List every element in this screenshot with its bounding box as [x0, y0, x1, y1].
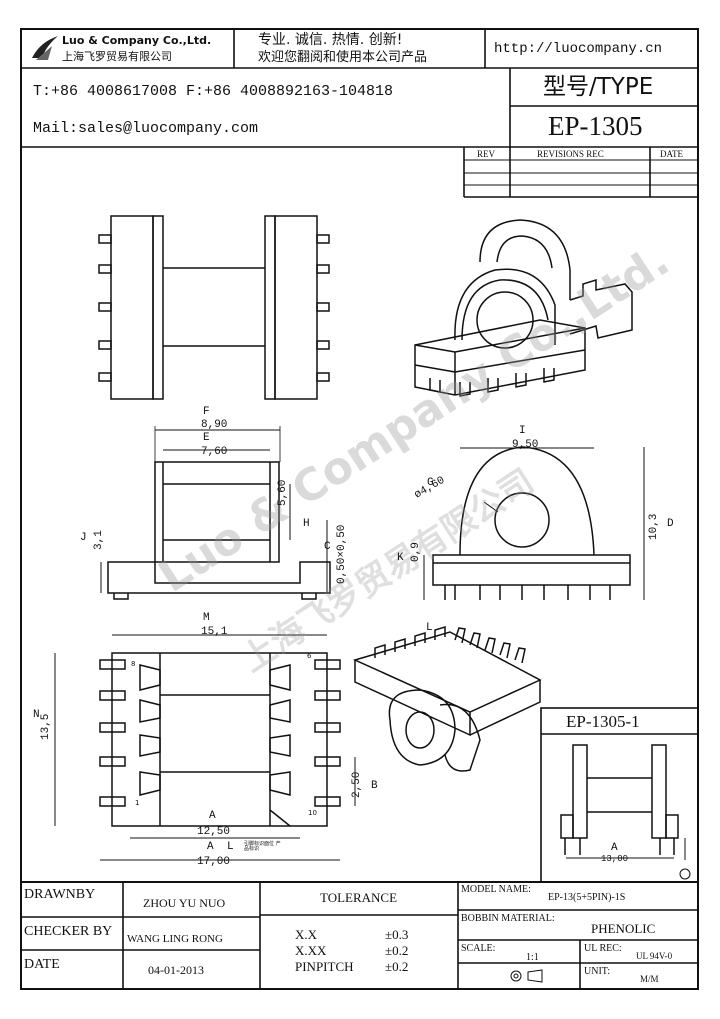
dim-value-A2: 17,00 — [197, 856, 231, 868]
pin-label-1: 1 — [135, 799, 140, 807]
dim-value-E: 7,60 — [201, 446, 228, 458]
type-value: EP-1305 — [548, 111, 643, 141]
model-value: EP-13(5+5PIN)-1S — [548, 892, 626, 903]
dim-value-K: 0,9 — [410, 542, 422, 562]
slogan-line-2: 欢迎您翻阅和使用本公司产品 — [258, 50, 428, 65]
company-name-cn: 上海飞罗贸易有限公司 — [62, 50, 172, 63]
projection-symbol-icon — [510, 969, 543, 983]
dim-label-M: M — [203, 612, 210, 624]
dim-label-L: L — [426, 622, 433, 634]
unit-label: UNIT: — [584, 966, 611, 977]
tolerance-label: TOLERANCE — [320, 890, 398, 905]
dim-label-C: C — [324, 541, 331, 553]
bobbin-value: PHENOLIC — [591, 921, 656, 936]
detail-dim-value: 13,00 — [601, 854, 629, 864]
dim-label-H: H — [303, 518, 310, 530]
dim-value-C: 0,50×0,50 — [336, 524, 348, 584]
front-view — [100, 426, 331, 600]
dim-value-A: 12,50 — [197, 826, 231, 838]
dim-label-K: K — [397, 552, 404, 564]
checker-label: CHECKER BY — [24, 924, 113, 939]
dim-label-N: N — [33, 709, 40, 721]
rev-header: REV — [477, 149, 495, 159]
detail-dim-label: A — [611, 842, 618, 854]
dim-value-D: 10,3 — [648, 513, 660, 540]
side-view — [423, 446, 645, 600]
dim-label-L2: L — [227, 841, 234, 853]
date-label: DATE — [24, 957, 60, 972]
tol-xxx-label: X.XX — [295, 943, 327, 958]
dim-label-F: F — [203, 406, 210, 418]
tol-xxx-value: ±0.2 — [385, 943, 409, 958]
dim-label-J: J — [80, 532, 87, 544]
dim-value-I: 9,50 — [512, 439, 539, 451]
tol-pin-value: ±0.2 — [385, 959, 409, 974]
email-address[interactable]: Mail:sales@luocompany.com — [33, 120, 259, 137]
pin-label-8: 8 — [131, 660, 136, 668]
website-url[interactable]: http://luocompany.cn — [494, 41, 663, 57]
bobbin-label: BOBBIN MATERIAL: — [461, 913, 555, 924]
model-label: MODEL NAME: — [461, 884, 531, 895]
scale-value: 1:1 — [526, 952, 539, 963]
dim-value-F: 8,90 — [201, 419, 228, 431]
slogan-line-1: 专业. 诚信. 热情. 创新! — [258, 32, 403, 48]
ul-label: UL REC: — [584, 943, 622, 954]
logo-icon — [32, 36, 58, 60]
drawnby-label: DRAWNBY — [24, 887, 96, 902]
pin-label-10: 10 — [308, 809, 317, 817]
date-header: DATE — [660, 149, 683, 159]
dim-value-H: 5,60 — [277, 479, 289, 506]
dim-value-J: 3,1 — [93, 530, 105, 550]
detail-view — [560, 744, 691, 880]
dim-value-N: 13,5 — [40, 713, 52, 740]
company-name-en: Luo & Company Co.,Ltd. — [62, 34, 212, 47]
type-label: 型号/TYPE — [543, 74, 654, 100]
dim-label-G: G — [427, 477, 434, 489]
bottom-view — [54, 634, 356, 861]
drawnby-value: ZHOU YU NUO — [143, 896, 226, 910]
dim-label-A: A — [209, 810, 216, 822]
detail-title: EP-1305-1 — [566, 712, 640, 731]
dim-label-A2: A — [207, 841, 214, 853]
top-view — [98, 215, 330, 400]
tol-pin-label: PINPITCH — [295, 959, 354, 974]
pin-label-6: 6 — [307, 652, 312, 660]
tol-xx-value: ±0.3 — [385, 927, 409, 942]
dim-label-E: E — [203, 432, 210, 444]
ul-value: UL 94V-0 — [636, 951, 673, 961]
scale-label: SCALE: — [461, 943, 496, 954]
revisions-rec-header: REVISIONS REC — [537, 149, 604, 159]
iso-view-1 — [414, 219, 633, 397]
dim-label-B: B — [371, 780, 378, 792]
unit-value: M/M — [640, 974, 659, 984]
dim-label-D: D — [667, 518, 674, 530]
date-value: 04-01-2013 — [148, 963, 204, 977]
dim-value-B: 2,50 — [351, 771, 363, 798]
checker-value: WANG LING RONG — [127, 933, 223, 945]
dim-value-M: 15,1 — [201, 626, 228, 638]
tol-xx-label: X.X — [295, 927, 318, 942]
dim-label-I: I — [519, 425, 526, 437]
phone-fax: T:+86 4008617008 F:+86 4008892163-104818 — [33, 83, 394, 100]
iso-view-2 — [352, 625, 542, 772]
pin-note: 引脚标识面位 产品标识 — [244, 841, 281, 852]
